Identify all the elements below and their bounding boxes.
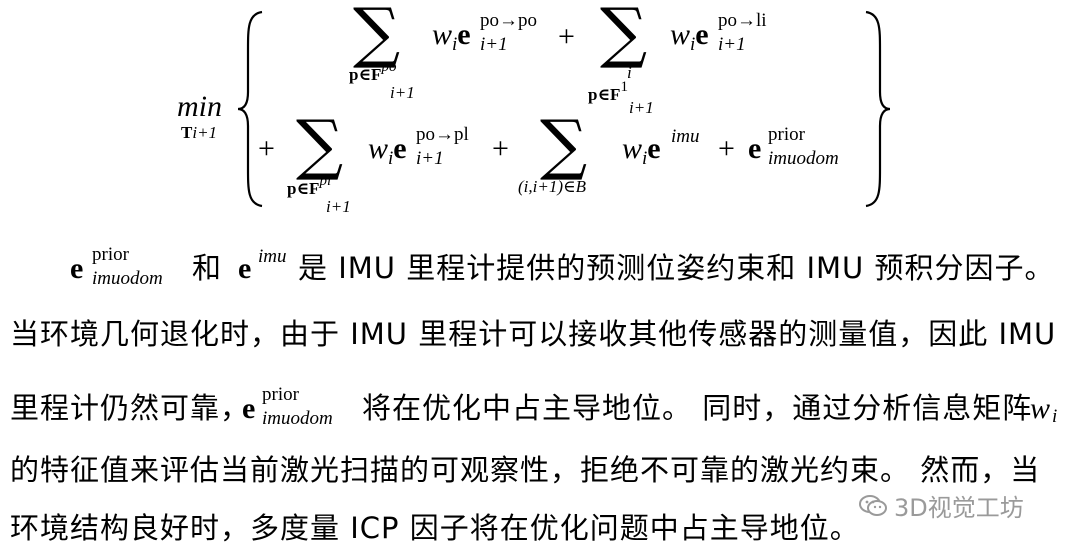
line1-he: 和	[192, 251, 223, 285]
sum-symbol-2: ∑	[600, 0, 648, 71]
line3-e-sup: prior	[262, 384, 299, 405]
plus-4: +	[718, 132, 735, 165]
wechat-icon	[858, 493, 888, 519]
min-label: min	[177, 90, 222, 123]
line1-e2-sup: imu	[258, 246, 287, 267]
line3-w-sub: i	[1052, 406, 1058, 427]
para-line-2: 当环境几何退化时，由于 IMU 里程计可以接收其他传感器的测量值，因此 IMU	[10, 317, 1057, 351]
para-line-5: 环境结构良好时，多度量 ICP 因子将在优化问题中占主导地位。	[10, 511, 860, 545]
line1-e-prior: e	[70, 252, 84, 285]
term1: wie	[432, 18, 471, 55]
left-brace	[237, 10, 263, 208]
line1-e-sub: imuodom	[92, 268, 163, 289]
line1-e-imu: e	[238, 252, 252, 285]
line1-e-sup: prior	[92, 244, 129, 265]
term4: wie	[622, 132, 661, 169]
line3-e-prior: e	[242, 392, 256, 425]
plus-1: +	[558, 20, 575, 53]
sum2-limit: p∈F1	[588, 79, 628, 104]
watermark-label: 3D视觉工坊	[894, 494, 1024, 522]
term5-sub: imuodom	[768, 148, 839, 169]
term3: wie	[368, 132, 407, 169]
term2: wie	[670, 18, 709, 55]
term1-sup: po→po	[480, 10, 537, 31]
term2-sup: po→li	[718, 10, 767, 31]
term5-e: e	[748, 132, 762, 165]
sum-symbol-4: ∑	[540, 106, 588, 183]
sum3-limit-sub: i+1	[326, 197, 351, 216]
line1-text: 是 IMU 里程计提供的预测位姿约束和 IMU 预积分因子。	[298, 251, 1055, 285]
term3-sup: po→pl	[416, 124, 469, 145]
term2-sub: i+1	[718, 34, 746, 55]
sum2-limit-i: i	[627, 63, 632, 82]
sum1-limit-sub: i+1	[390, 83, 415, 102]
plus-3: +	[492, 132, 509, 165]
right-brace	[865, 10, 891, 208]
min-subscript: Ti+1	[181, 123, 218, 142]
sum1-limit: p∈Fpo	[349, 59, 397, 84]
line3-e-sub: imuodom	[262, 408, 333, 429]
sum3-limit: p∈Fpl	[287, 173, 332, 198]
term1-sub: i+1	[480, 34, 508, 55]
line3-text-b: 将在优化中占主导地位。 同时，通过分析信息矩阵	[362, 391, 1033, 425]
line3-w: w	[1030, 392, 1051, 425]
term3-sub: i+1	[416, 148, 444, 169]
line3-text-a: 里程计仍然可靠，	[10, 391, 251, 425]
sum4-limit: (i,i+1)∈B	[518, 177, 586, 196]
watermark: 3D视觉工坊	[858, 488, 1024, 523]
term5-sup: prior	[768, 124, 805, 145]
sum2-limit-sub: i+1	[629, 98, 654, 117]
sum-symbol-1: ∑	[353, 0, 401, 71]
sum-symbol-3: ∑	[296, 106, 344, 183]
para-line-4: 的特征值来评估当前激光扫描的可观察性，拒绝不可靠的激光约束。 然而，当	[10, 453, 1041, 487]
plus-2: +	[258, 132, 275, 165]
term4-sup: imu	[671, 126, 700, 147]
